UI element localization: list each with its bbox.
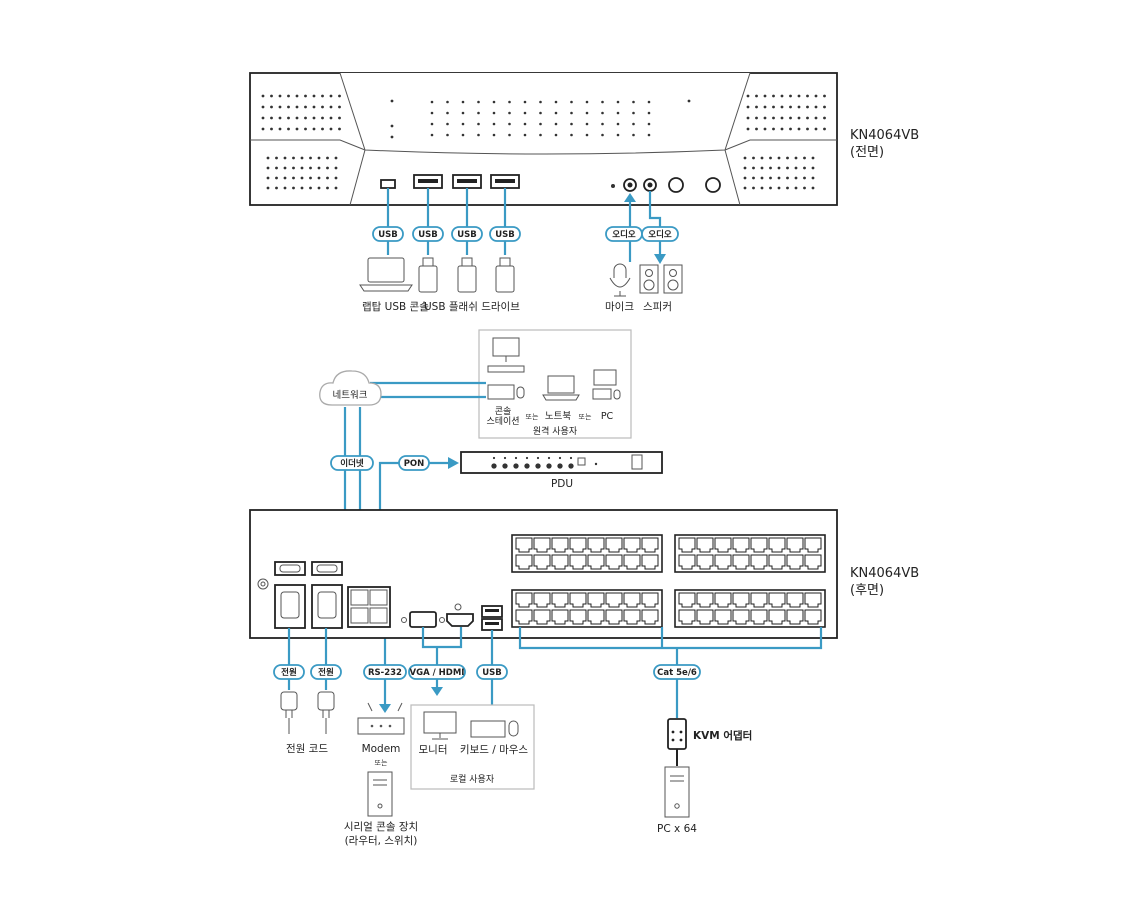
console-label-1: 콘솔	[495, 406, 512, 417]
vga-port	[409, 611, 437, 628]
remote-pc-label: PC	[601, 411, 614, 422]
usb-pill-4: USB	[489, 226, 521, 242]
rear-side-label: (후면)	[850, 583, 884, 598]
pc-tower-icon	[664, 766, 690, 818]
svg-text:전원: 전원	[318, 667, 334, 678]
flash-drive-icon-1	[418, 257, 438, 293]
console-label-2: 스테이션	[486, 416, 519, 427]
modem-label: Modem	[362, 743, 401, 755]
rs232-arrow-icon	[379, 704, 391, 713]
serial-label-1: 시리얼 콘솔 장치	[344, 821, 418, 833]
pon-arrow-icon	[448, 457, 459, 469]
micro-usb-port	[380, 179, 396, 189]
front-side-label: (전면)	[850, 145, 884, 160]
serial-label-2: (라우터, 스위치)	[345, 834, 418, 847]
svg-text:오디오: 오디오	[612, 229, 636, 240]
pdu-device	[460, 451, 663, 474]
svg-text:USB: USB	[418, 230, 438, 240]
svg-text:전원: 전원	[281, 667, 297, 678]
remote-or-2: 또는	[579, 413, 592, 421]
remote-laptop-icon	[542, 375, 580, 401]
vga-hdmi-pill: VGA / HDMI	[408, 664, 466, 680]
remote-pc-icon	[592, 369, 621, 400]
mic-label: 마이크	[605, 301, 634, 313]
speaker-label: 스피커	[643, 301, 672, 313]
audio-pill-1: 오디오	[605, 226, 643, 242]
svg-text:VGA / HDMI: VGA / HDMI	[410, 668, 465, 678]
remote-or-1: 또는	[526, 413, 539, 421]
svg-text:이더넷: 이더넷	[340, 458, 364, 469]
laptop-icon	[359, 257, 413, 292]
power-plug-icon-1	[280, 691, 298, 734]
front-vent-dots	[261, 94, 826, 190]
cat-pill: Cat 5e/6	[653, 664, 701, 680]
local-users-group: 모니터 키보드 / 마우스 로컬 사용자	[410, 704, 535, 790]
front-button-1	[668, 177, 684, 193]
pdu-label: PDU	[551, 478, 573, 490]
modem-icon	[357, 702, 405, 735]
svg-text:Cat 5e/6: Cat 5e/6	[657, 668, 697, 678]
power-pill-2: 전원	[310, 664, 342, 680]
usb-pill-1: USB	[372, 226, 404, 242]
flash-drive-icon-2	[457, 257, 477, 293]
rear-panel	[249, 509, 838, 639]
speaker-arrow-icon	[654, 254, 666, 264]
pc-label: PC x 64	[657, 823, 697, 835]
svg-text:PON: PON	[404, 459, 425, 469]
cloud-label: 네트워크	[333, 390, 368, 401]
usb-pill-3: USB	[451, 226, 483, 242]
rear-model-label: KN4064VB	[850, 566, 919, 581]
svg-text:USB: USB	[482, 668, 502, 678]
power-plug-icon-2	[317, 691, 335, 734]
vga-arrow-icon	[431, 687, 443, 696]
flash-label: USB 플래쉬 드라이브	[424, 301, 520, 313]
svg-text:RS-232: RS-232	[368, 668, 402, 678]
remote-laptop-label: 노트북	[545, 411, 571, 422]
svg-text:USB: USB	[457, 230, 477, 240]
power-pill-1: 전원	[273, 664, 305, 680]
cloud-icon	[319, 370, 382, 406]
monitor-icon	[423, 711, 457, 740]
modem-or: 또는	[375, 759, 388, 767]
local-group-label: 로컬 사용자	[450, 774, 495, 785]
svg-text:USB: USB	[495, 230, 515, 240]
rs232-pill: RS-232	[363, 664, 407, 680]
ethernet-pill: 이더넷	[330, 455, 374, 471]
audio-pill-2: 오디오	[641, 226, 679, 242]
kvm-adapter-label: KVM 어댑터	[693, 729, 752, 742]
svg-text:오디오: 오디오	[648, 229, 672, 240]
front-button-2	[705, 177, 721, 193]
pon-pill: PON	[398, 455, 430, 471]
kvm-adapter-icon	[667, 718, 687, 766]
hdmi-port	[446, 613, 474, 627]
remote-users-group: 콘솔 스테이션 또는 노트북 또는 PC 원격 사용자	[478, 329, 632, 439]
front-model-label: KN4064VB	[850, 128, 919, 143]
rear-usb-pill: USB	[476, 664, 508, 680]
serial-device-icon	[367, 771, 393, 817]
flash-drive-icon-3	[495, 257, 515, 293]
laptop-label: 랩탑 USB 콘솔	[362, 301, 429, 313]
kbm-label: 키보드 / 마우스	[460, 744, 529, 756]
speaker-icon	[639, 264, 683, 294]
microphone-icon	[609, 263, 631, 297]
usb-pill-2: USB	[412, 226, 444, 242]
remote-group-label: 원격 사용자	[533, 425, 578, 437]
front-panel	[249, 72, 838, 206]
keyboard-mouse-icon	[470, 720, 519, 738]
console-station-icon	[487, 337, 525, 400]
mic-arrow-icon	[624, 193, 636, 202]
svg-text:USB: USB	[378, 230, 398, 240]
power-cord-label: 전원 코드	[286, 743, 328, 755]
monitor-label: 모니터	[419, 744, 448, 756]
